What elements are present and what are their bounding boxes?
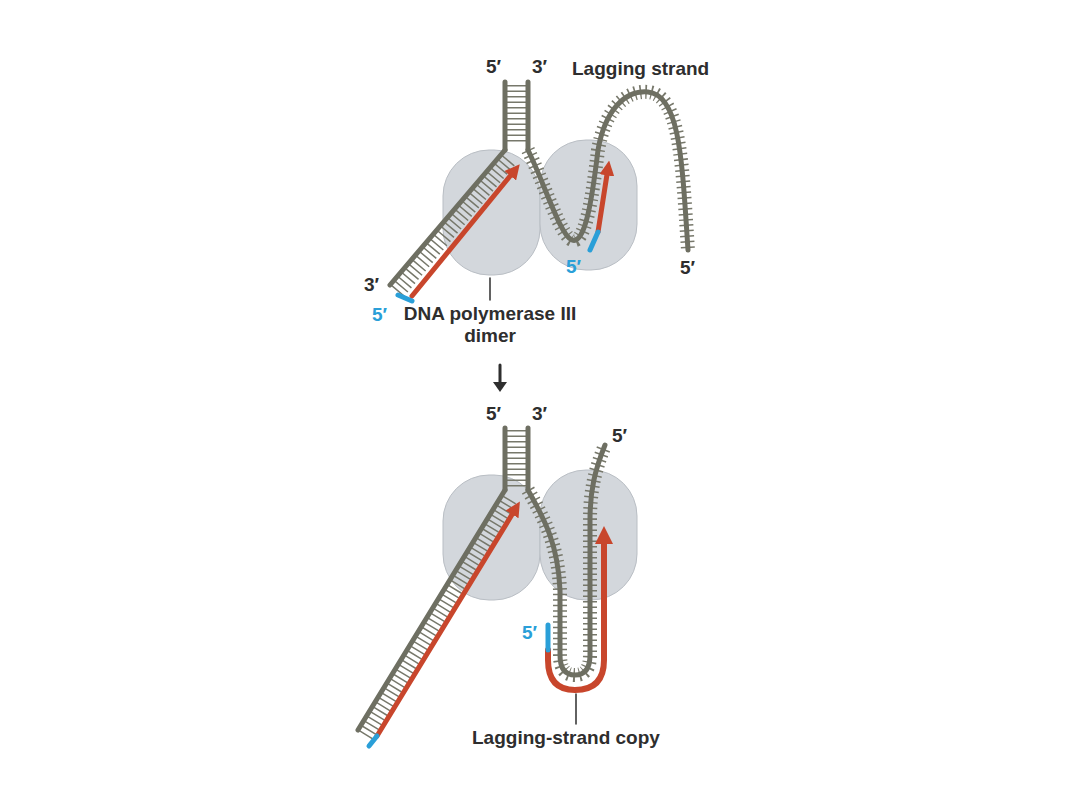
end-label: 3′ — [532, 403, 547, 425]
copy-label: Lagging-strand copy — [472, 727, 660, 749]
end-label: 5′ — [612, 425, 627, 447]
end-label: 3′ — [532, 56, 547, 78]
primer-end-label: 5′ — [522, 622, 537, 644]
end-label: 5′ — [680, 257, 695, 279]
primer-end-label: 5′ — [372, 304, 387, 326]
end-label: 5′ — [486, 403, 501, 425]
enzyme-label: DNA polymerase III dimer — [400, 303, 580, 347]
primer-end-label: 5′ — [566, 256, 581, 278]
dna-strands — [358, 82, 688, 746]
end-label: 5′ — [486, 56, 501, 78]
strand-name: Lagging strand — [572, 58, 709, 80]
end-label: 3′ — [364, 274, 379, 296]
